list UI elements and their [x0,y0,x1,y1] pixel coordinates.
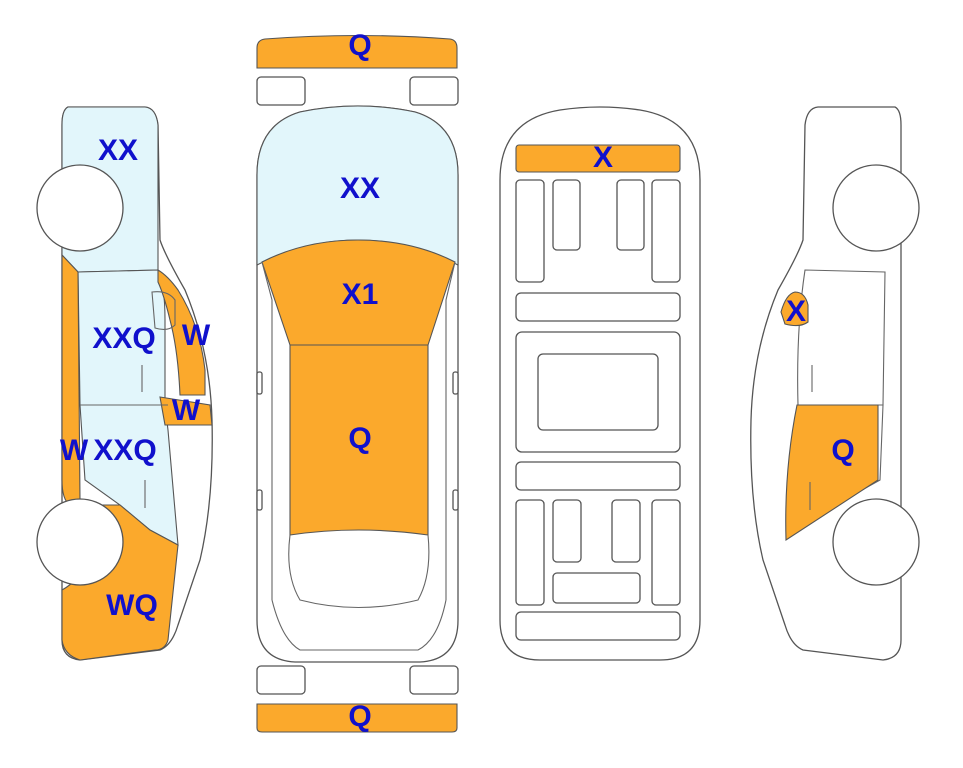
underbody-view: X [499,106,701,661]
left-a-pillar [157,269,206,396]
right-rear-door-label: Q [831,434,854,467]
top-windshield [261,239,456,346]
underbody-rear-tank [552,572,641,604]
underbody-crossmember-front [515,292,681,322]
left-mirror [151,291,176,331]
top-hood-label: XX [340,172,380,205]
left-rocker-label: W [60,434,89,467]
left-rear-quarter-label: WQ [106,589,158,622]
right-side-view: X Q [750,106,920,661]
underbody-front-right-rail [651,179,681,283]
left-b-pillar [159,396,213,426]
top-left-pillar [261,261,273,600]
underbody-rear-right-inner [611,499,641,563]
top-roof [289,344,429,536]
left-b-pillar-label: W [172,394,201,427]
right-mirror [780,291,809,327]
underbody-front-right-inner [616,179,645,251]
top-windshield-label: X1 [342,278,379,311]
underbody-center-tunnel [537,353,659,431]
underbody-rear-left-rail [515,499,545,606]
top-trunk-line [271,599,447,651]
underbody-front-panel [515,144,681,173]
underbody-rear-right-rail [651,499,681,606]
right-rear-door [785,404,879,541]
top-front-left-light [256,76,306,106]
underbody-front-panel-label: X [593,141,613,174]
right-front-wheel [832,164,920,252]
top-front-bumper-label: Q [348,29,371,62]
left-rear-wheel [36,498,124,586]
left-side-view: XX XXQ W W W XXQ WQ [36,106,213,661]
top-view: Q XX X1 Q Q [256,29,459,733]
underbody-front-left-rail [515,179,545,283]
underbody-rear-left-inner [552,499,582,563]
left-hood-label: XX [98,134,138,167]
left-rear-door-label: XXQ [93,434,156,467]
right-mirror-label: X [786,295,806,328]
top-right-pillar [445,261,456,600]
top-right-mirror [452,371,459,395]
top-rear-window [288,534,430,608]
right-rear-wheel [832,498,920,586]
top-left-handle [256,489,263,511]
left-a-pillar-label: W [182,319,211,352]
top-roof-label: Q [348,422,371,455]
underbody-rear-panel [515,611,681,641]
top-rear-left-light [256,665,306,695]
top-rear-bumper [256,703,458,733]
left-front-door-label: XXQ [92,322,155,355]
underbody-crossmember-rear [515,461,681,491]
top-rear-right-light [409,665,459,695]
top-front-right-light [409,76,459,106]
top-rear-bumper-label: Q [348,700,371,733]
top-right-handle [452,489,459,511]
top-front-bumper [256,34,458,69]
left-front-wheel [36,164,124,252]
top-left-mirror [256,371,263,395]
underbody-front-left-inner [552,179,581,251]
